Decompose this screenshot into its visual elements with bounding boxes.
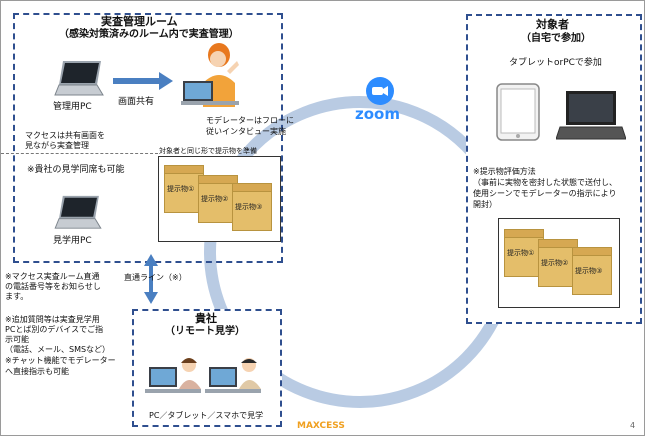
maxcess-note-line1: マクセスは共有画面を [25,131,105,140]
page-number: 4 [630,421,636,430]
maxcess-note-line2: 見ながら実査管理 [25,141,89,150]
client-caption: PC／タブレット／スマホで見学 [149,411,264,420]
exhibit-envelope: 提示物② [538,239,578,287]
left-divider [1,153,158,154]
direct-line-label: 直通ライン（※） [124,273,187,282]
extra-note-line4: （電話、メール、SMSなど） [5,345,111,354]
eval-note-line1: ※提示物評価方法 [473,167,536,176]
eval-note-line4: 開封） [473,200,497,209]
extra-note-line1: ※追加質問等は実査見学用 [5,315,100,324]
exhibit-envelope: 提示物② [198,175,238,223]
viewing-laptop-icon [54,195,102,229]
moderator-note-line1: モデレーターはフローに [206,116,294,125]
screen-share-arrow [113,72,173,90]
brand-logo: MAXCESS [297,421,345,431]
eval-note-line3: 使用シーンでモデレーターの指示により [473,189,617,198]
zoom-logo-text: zoom [355,105,400,123]
tablet-icon [496,83,540,141]
management-room-subtitle: （感染対策済みのルーム内で実査管理） [59,29,239,40]
exhibit-label: 提示物① [167,185,195,193]
exhibit-label: 提示物② [201,195,229,203]
observe-note: ※貴社の見学同席も可能 [27,165,125,175]
extra-note-line6: へ直接指示も可能 [5,367,69,376]
exhibit-label: 提示物② [541,259,569,267]
direct-line-arrow [144,254,158,304]
client-title: 貴社 [195,312,217,325]
same-form-label: 対象者と同じ形で提示物を準備 [159,147,257,155]
device-label: タブレットorPCで参加 [509,58,602,68]
moderator-note-line2: 従いインタビュー実施 [206,127,286,136]
exhibit-envelope: 提示物③ [232,183,272,231]
phone-note-line1: ※マクセス実査ルーム直通 [5,272,100,281]
phone-note-line2: の電話番号等をお知らせし [5,282,101,291]
zoom-camera-icon [366,77,394,105]
extra-note-line3: 示可能 [5,335,29,344]
extra-note-line2: PCとば別のデバイスでご指 [5,325,104,334]
respondent-title: 対象者 [536,18,569,31]
exhibit-envelope: 提示物③ [572,247,612,295]
eval-note-line2: （事前に実物を密封した状態で送付し、 [473,178,617,187]
screen-share-label: 画面共有 [118,97,155,107]
exhibit-envelope: 提示物① [164,165,204,213]
management-room-title: 実査管理ルーム [101,15,178,28]
exhibit-label: 提示物① [507,249,535,257]
exhibit-label: 提示物③ [235,203,263,211]
viewing-pc-label: 見学用PC [53,236,92,246]
moderator-illustration [181,43,239,107]
laptop-icon [54,61,104,96]
remote-viewers-illustration [145,358,261,393]
respondent-laptop-icon [556,91,626,140]
mgmt-pc-label: 管理用PC [53,102,92,112]
phone-note-line3: ます。 [5,292,29,301]
exhibit-envelope: 提示物① [504,229,544,277]
client-subtitle: （リモート見学） [165,326,245,337]
extra-note-line5: ※チャット機能でモデレーター [5,356,116,365]
exhibit-label: 提示物③ [575,267,603,275]
respondent-subtitle: （自宅で参加） [521,33,591,44]
